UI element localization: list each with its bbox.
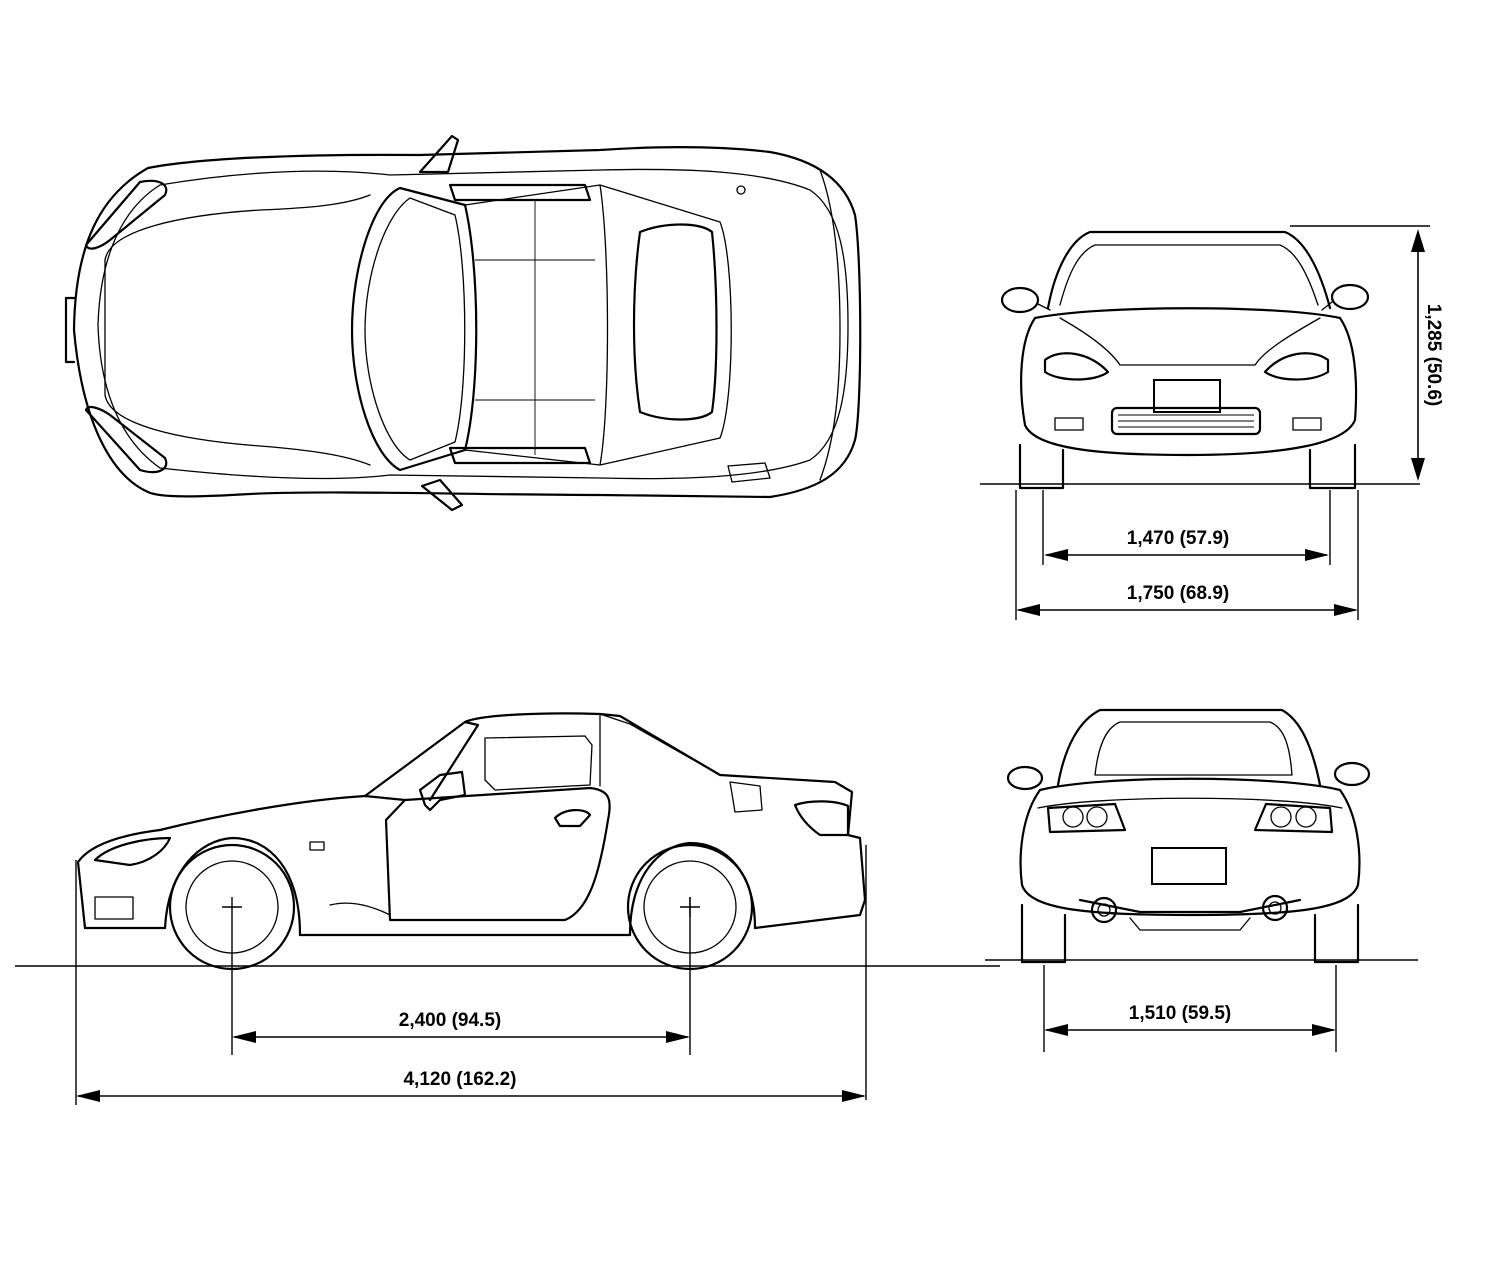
wheelbase-dimension: 2,400 (94.5) [232,1010,690,1043]
height-dimension: 1,285 (50.6) [1411,229,1444,481]
overall-length-label: 4,120 (162.2) [403,1069,516,1090]
front-track-label: 1,470 (57.9) [1127,528,1229,549]
rear-track-label: 1,510 (59.5) [1129,1003,1231,1024]
rear-view [985,708,1418,1052]
rear-track-dimension: 1,510 (59.5) [1044,1003,1336,1036]
front-view [980,225,1430,620]
overall-width-label: 1,750 (68.9) [1127,583,1229,604]
top-view [64,134,862,512]
side-view [15,712,1000,1105]
wheelbase-label: 2,400 (94.5) [399,1010,501,1031]
front-track-dimension: 1,470 (57.9) [1044,528,1329,561]
overall-width-dimension: 1,750 (68.9) [1016,583,1358,616]
height-label: 1,285 (50.6) [1423,304,1444,406]
overall-length-dimension: 4,120 (162.2) [76,1069,866,1102]
